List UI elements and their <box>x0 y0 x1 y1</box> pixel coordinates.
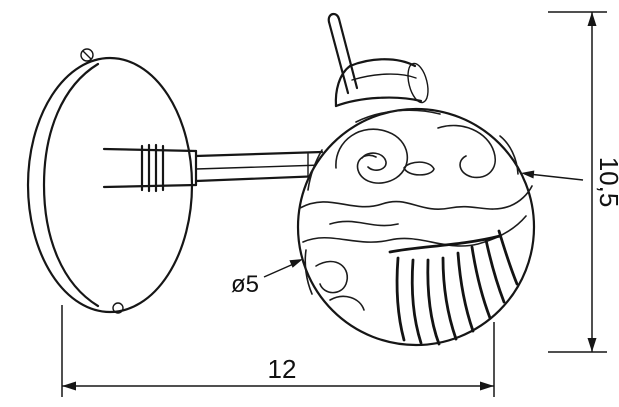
diameter-dimension-label: ø5 <box>231 271 259 298</box>
base-screw-slot <box>82 50 92 60</box>
wall-mount-base <box>26 48 194 314</box>
shade-outline <box>296 107 536 347</box>
switch-rod <box>327 12 359 95</box>
switch-rod-left <box>327 20 350 95</box>
arm-rod-top <box>194 150 324 158</box>
arm-rod-bottom <box>194 174 324 183</box>
arm-rod-mid <box>195 164 323 170</box>
fitting-detail <box>351 73 417 81</box>
height-arrow-top <box>587 12 597 26</box>
switch-rod-cap <box>327 12 341 24</box>
height-dimension-label: 10,5 <box>594 157 619 208</box>
height-dimension: 10,5 <box>521 11 619 353</box>
height-arrow-bottom <box>587 338 597 352</box>
switch-rod-right <box>337 17 359 90</box>
fitting-right-cap <box>407 62 429 104</box>
base-rim-edge <box>42 62 100 308</box>
width-dimension: 12 <box>61 305 495 397</box>
fitting-top <box>348 58 417 68</box>
width-arrow-right <box>480 381 494 391</box>
width-arrow-left <box>62 381 76 391</box>
diameter-leader-arrow <box>289 259 303 268</box>
height-leader-arrow <box>521 170 535 179</box>
base-screw-top <box>80 48 94 62</box>
lamp-holder-fitting <box>334 58 429 108</box>
diameter-callout: ø5 <box>231 259 303 298</box>
base-screw-bottom <box>112 302 124 314</box>
mounting-arm <box>102 143 324 193</box>
width-dimension-label: 12 <box>268 354 297 384</box>
fitting-left-cap <box>334 64 352 108</box>
fitting-bottom <box>334 96 423 108</box>
shade-texture <box>299 109 533 346</box>
sphere-shade <box>296 107 536 347</box>
